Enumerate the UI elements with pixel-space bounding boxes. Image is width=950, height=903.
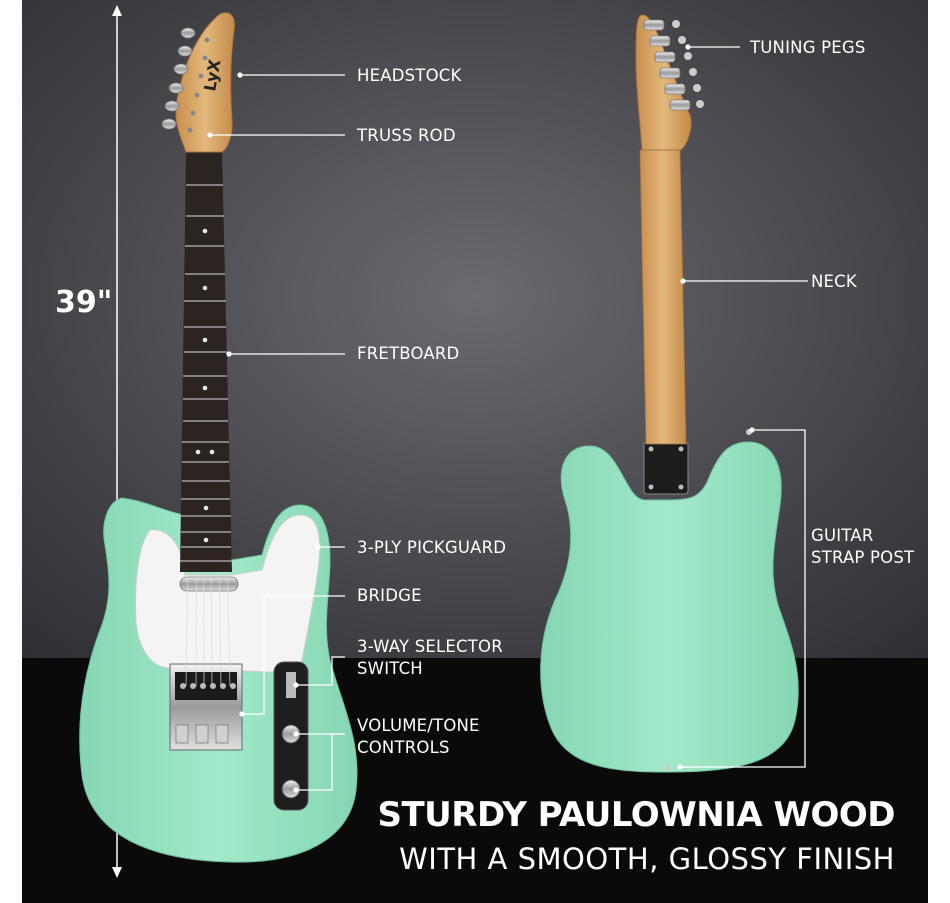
leader-lines — [207, 44, 808, 793]
label-headstock: HEADSTOCK — [357, 66, 462, 85]
label-strap-line2: STRAP POST — [811, 548, 915, 567]
label-fretboard: FRETBOARD — [357, 344, 460, 363]
label-selector-line1: 3-WAY SELECTOR — [357, 637, 503, 656]
label-neck: NECK — [811, 272, 857, 291]
label-bridge: BRIDGE — [357, 586, 422, 605]
front-guitar: LyX — [79, 12, 358, 863]
label-strap-post: GUITAR STRAP POST — [811, 525, 914, 569]
label-strap-line1: GUITAR — [811, 526, 874, 545]
label-selector-switch: 3-WAY SELECTOR SWITCH — [357, 636, 503, 680]
headline-secondary: WITH A SMOOTH, GLOSSY FINISH — [399, 842, 895, 876]
label-tuning-pegs: TUNING PEGS — [750, 38, 866, 57]
label-controls-line1: VOLUME/TONE — [357, 716, 480, 735]
label-truss-rod: TRUSS ROD — [357, 126, 456, 145]
label-selector-line2: SWITCH — [357, 659, 423, 678]
label-controls: VOLUME/TONE CONTROLS — [357, 715, 480, 759]
label-pickguard: 3-PLY PICKGUARD — [357, 538, 507, 557]
headline-primary: STURDY PAULOWNIA WOOD — [377, 795, 896, 835]
label-controls-line2: CONTROLS — [357, 738, 450, 757]
back-guitar — [540, 14, 799, 773]
length-dimension: 39" — [55, 285, 113, 320]
